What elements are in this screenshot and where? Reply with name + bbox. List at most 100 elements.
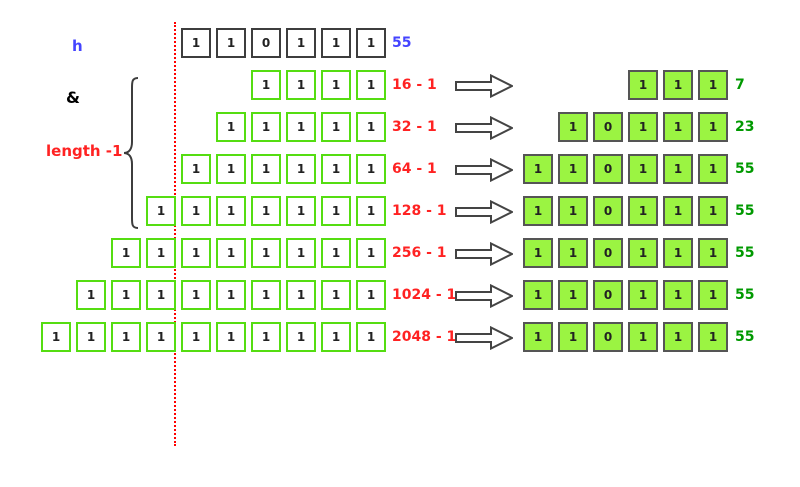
- label-h: h: [72, 37, 83, 55]
- result-bit-cell: 1: [663, 238, 693, 268]
- result-bit-cell: 1: [523, 322, 553, 352]
- bit-cell: 1: [356, 322, 386, 352]
- row-label-mask-128: 128 - 1: [392, 203, 447, 219]
- bit-cell: 1: [216, 154, 246, 184]
- result-bit-cell: 1: [663, 154, 693, 184]
- result-bit-cell: 1: [628, 280, 658, 310]
- bit-cell: 1: [181, 28, 211, 58]
- bit-cell: 1: [216, 322, 246, 352]
- row-label-mask-16: 16 - 1: [392, 77, 437, 93]
- result-bit-cell: 1: [558, 112, 588, 142]
- bit-cell: 1: [216, 28, 246, 58]
- bit-cell: 1: [321, 28, 351, 58]
- result-value-mask-1024: 55: [735, 287, 755, 303]
- bit-cell: 1: [286, 112, 316, 142]
- bit-cell: 1: [251, 322, 281, 352]
- bit-cell: 1: [321, 280, 351, 310]
- bit-cell: 1: [216, 280, 246, 310]
- bit-cell: 1: [251, 70, 281, 100]
- result-bit-cell: 1: [628, 70, 658, 100]
- result-bit-cell: 1: [523, 238, 553, 268]
- result-bit-cell: 0: [593, 280, 623, 310]
- bit-cell: 1: [216, 196, 246, 226]
- result-value-mask-256: 55: [735, 245, 755, 261]
- bit-cell: 1: [286, 322, 316, 352]
- bit-cell: 1: [356, 70, 386, 100]
- bit-cell: 1: [181, 154, 211, 184]
- result-bit-cell: 1: [663, 322, 693, 352]
- right-arrow-icon: [455, 199, 515, 225]
- curly-brace-icon: [122, 76, 140, 230]
- bit-cell: 1: [286, 238, 316, 268]
- bit-cell: 1: [251, 154, 281, 184]
- bit-cell: 1: [321, 238, 351, 268]
- result-bit-cell: 1: [663, 280, 693, 310]
- bit-cell: 1: [146, 280, 176, 310]
- row-label-mask-64: 64 - 1: [392, 161, 437, 177]
- result-bit-cell: 1: [698, 280, 728, 310]
- result-bit-cell: 1: [663, 70, 693, 100]
- result-bit-cell: 0: [593, 154, 623, 184]
- result-bit-cell: 1: [558, 154, 588, 184]
- result-bit-cell: 1: [523, 196, 553, 226]
- bit-cell: 1: [251, 196, 281, 226]
- result-bit-cell: 1: [698, 154, 728, 184]
- bit-cell: 1: [286, 28, 316, 58]
- right-arrow-icon: [455, 73, 515, 99]
- bit-cell: 1: [251, 238, 281, 268]
- result-bit-cell: 1: [698, 112, 728, 142]
- bit-cell: 1: [356, 238, 386, 268]
- bit-cell: 1: [321, 70, 351, 100]
- bit-cell: 0: [251, 28, 281, 58]
- bit-cell: 1: [216, 112, 246, 142]
- bit-cell: 1: [356, 280, 386, 310]
- result-value-mask-2048: 55: [735, 329, 755, 345]
- bit-cell: 1: [356, 112, 386, 142]
- result-bit-cell: 1: [558, 322, 588, 352]
- divider-dotted-line: [174, 22, 176, 446]
- right-arrow-icon: [455, 325, 515, 351]
- bit-cell: 1: [321, 322, 351, 352]
- bit-cell: 1: [321, 196, 351, 226]
- bit-cell: 1: [321, 112, 351, 142]
- row-label-mask-1024: 1024 - 1: [392, 287, 457, 303]
- bit-cell: 1: [356, 28, 386, 58]
- result-bit-cell: 0: [593, 196, 623, 226]
- result-bit-cell: 1: [558, 280, 588, 310]
- bit-cell: 1: [251, 280, 281, 310]
- row-label-h-row: 55: [392, 35, 412, 51]
- result-bit-cell: 0: [593, 322, 623, 352]
- result-bit-cell: 1: [663, 112, 693, 142]
- result-bit-cell: 1: [558, 196, 588, 226]
- right-arrow-icon: [455, 115, 515, 141]
- bit-cell: 1: [286, 196, 316, 226]
- row-label-mask-2048: 2048 - 1: [392, 329, 457, 345]
- right-arrow-icon: [455, 157, 515, 183]
- result-value-mask-32: 23: [735, 119, 755, 135]
- result-bit-cell: 1: [558, 238, 588, 268]
- row-label-mask-256: 256 - 1: [392, 245, 447, 261]
- bit-cell: 1: [41, 322, 71, 352]
- label-ampersand: &: [66, 88, 80, 107]
- bit-cell: 1: [356, 196, 386, 226]
- result-bit-cell: 1: [698, 196, 728, 226]
- bit-cell: 1: [111, 238, 141, 268]
- result-value-mask-16: 7: [735, 77, 745, 93]
- result-bit-cell: 0: [593, 238, 623, 268]
- result-bit-cell: 1: [523, 154, 553, 184]
- result-bit-cell: 1: [628, 154, 658, 184]
- result-bit-cell: 1: [663, 196, 693, 226]
- bit-cell: 1: [181, 322, 211, 352]
- right-arrow-icon: [455, 283, 515, 309]
- result-bit-cell: 1: [628, 322, 658, 352]
- bit-cell: 1: [146, 322, 176, 352]
- bit-cell: 1: [356, 154, 386, 184]
- result-bit-cell: 1: [698, 238, 728, 268]
